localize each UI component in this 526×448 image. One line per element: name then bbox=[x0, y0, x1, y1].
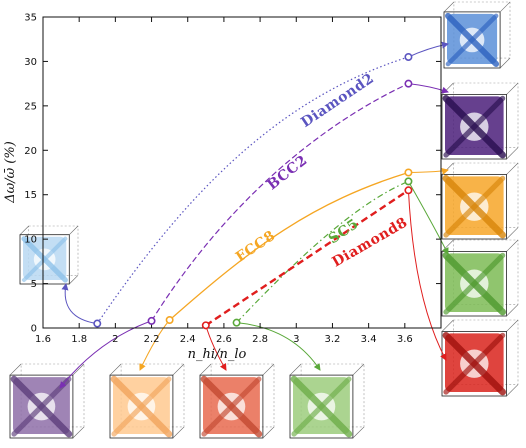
series-line-fcc8 bbox=[169, 171, 409, 321]
y-axis-ticks: 0 5 10 15 20 25 30 35 bbox=[24, 13, 441, 335]
bcc2-low-structure bbox=[9, 363, 85, 439]
data-point-sc5 bbox=[404, 177, 413, 186]
sc5-low-structure bbox=[289, 363, 365, 439]
connector-arrow-fcc8 bbox=[408, 168, 449, 175]
y-tick-label: 30 bbox=[24, 57, 37, 68]
connector-arrow-sc5 bbox=[408, 181, 449, 255]
series-label-fcc8: FCC8 bbox=[233, 228, 278, 266]
x-tick-label: 3 bbox=[293, 334, 299, 345]
series-line-bcc2 bbox=[151, 83, 409, 322]
plot-axes bbox=[42, 16, 442, 329]
y-tick-label: 10 bbox=[24, 235, 37, 246]
data-point-fcc8 bbox=[165, 316, 174, 325]
plot-frame bbox=[42, 16, 442, 329]
y-tick-label: 35 bbox=[24, 13, 37, 24]
structure-insets bbox=[9, 1, 519, 439]
series-line-sc5 bbox=[236, 180, 409, 324]
x-tick-label: 3.2 bbox=[325, 334, 341, 345]
data-point-diamond2 bbox=[404, 52, 413, 61]
data-point-bcc2 bbox=[147, 316, 156, 325]
series-label-diamond2: Diamond2 bbox=[298, 70, 377, 130]
diamond8-low-structure bbox=[199, 363, 275, 439]
y-tick-label: 15 bbox=[24, 190, 37, 201]
x-tick-label: 2.2 bbox=[144, 334, 160, 345]
data-point-sc5 bbox=[232, 318, 241, 327]
diamond8-high-structure bbox=[441, 319, 519, 397]
data-point-diamond2 bbox=[93, 319, 102, 328]
y-tick-label: 0 bbox=[31, 324, 37, 335]
data-point-bcc2 bbox=[404, 79, 413, 88]
series-label-bcc2: BCC2 bbox=[264, 152, 310, 193]
data-point-diamond8 bbox=[201, 321, 210, 330]
x-tick-label: 2.8 bbox=[252, 334, 268, 345]
x-tick-label: 3.4 bbox=[361, 334, 377, 345]
x-tick-label: 2.6 bbox=[216, 334, 232, 345]
y-axis-label: Δω/ω̄ (%) bbox=[3, 141, 18, 204]
x-tick-label: 1.8 bbox=[71, 334, 87, 345]
inset-connector-arrows bbox=[59, 41, 449, 389]
fcc8-low-structure bbox=[109, 363, 185, 439]
x-tick-label: 1.6 bbox=[35, 334, 51, 345]
diamond2-low-structure bbox=[19, 225, 79, 285]
x-tick-label: 3.6 bbox=[397, 334, 413, 345]
y-tick-label: 5 bbox=[31, 279, 37, 290]
fcc8-high-structure bbox=[441, 162, 519, 240]
connector-arrow-bcc2 bbox=[408, 83, 449, 94]
connector-arrow-bcc2 bbox=[59, 320, 152, 389]
series-line-diamond8 bbox=[205, 189, 410, 327]
data-point-fcc8 bbox=[404, 168, 413, 177]
y-tick-label: 25 bbox=[24, 101, 37, 112]
connector-arrow-sc5 bbox=[236, 322, 321, 371]
x-tick-label: 2.4 bbox=[180, 334, 196, 345]
data-point-diamond8 bbox=[404, 186, 413, 195]
series-lines bbox=[96, 56, 410, 327]
bcc2-high-structure bbox=[441, 82, 519, 160]
x-tick-label: 2 bbox=[112, 334, 118, 345]
y-tick-label: 20 bbox=[24, 146, 37, 157]
connector-arrow-diamond8 bbox=[407, 190, 447, 361]
series-line-diamond2 bbox=[96, 56, 409, 324]
series-points bbox=[93, 52, 413, 330]
connector-arrow-diamond2 bbox=[408, 41, 449, 58]
x-axis-ticks: 1.6 1.8 2 2.2 2.4 2.6 2.8 3 3.2 3.4 3.6 bbox=[35, 17, 413, 345]
x-axis-label: n_hi/n_lo bbox=[188, 347, 247, 362]
sc5-high-structure bbox=[441, 239, 519, 317]
connector-arrow-diamond2 bbox=[61, 283, 98, 325]
diamond2-high-structure bbox=[443, 1, 511, 69]
